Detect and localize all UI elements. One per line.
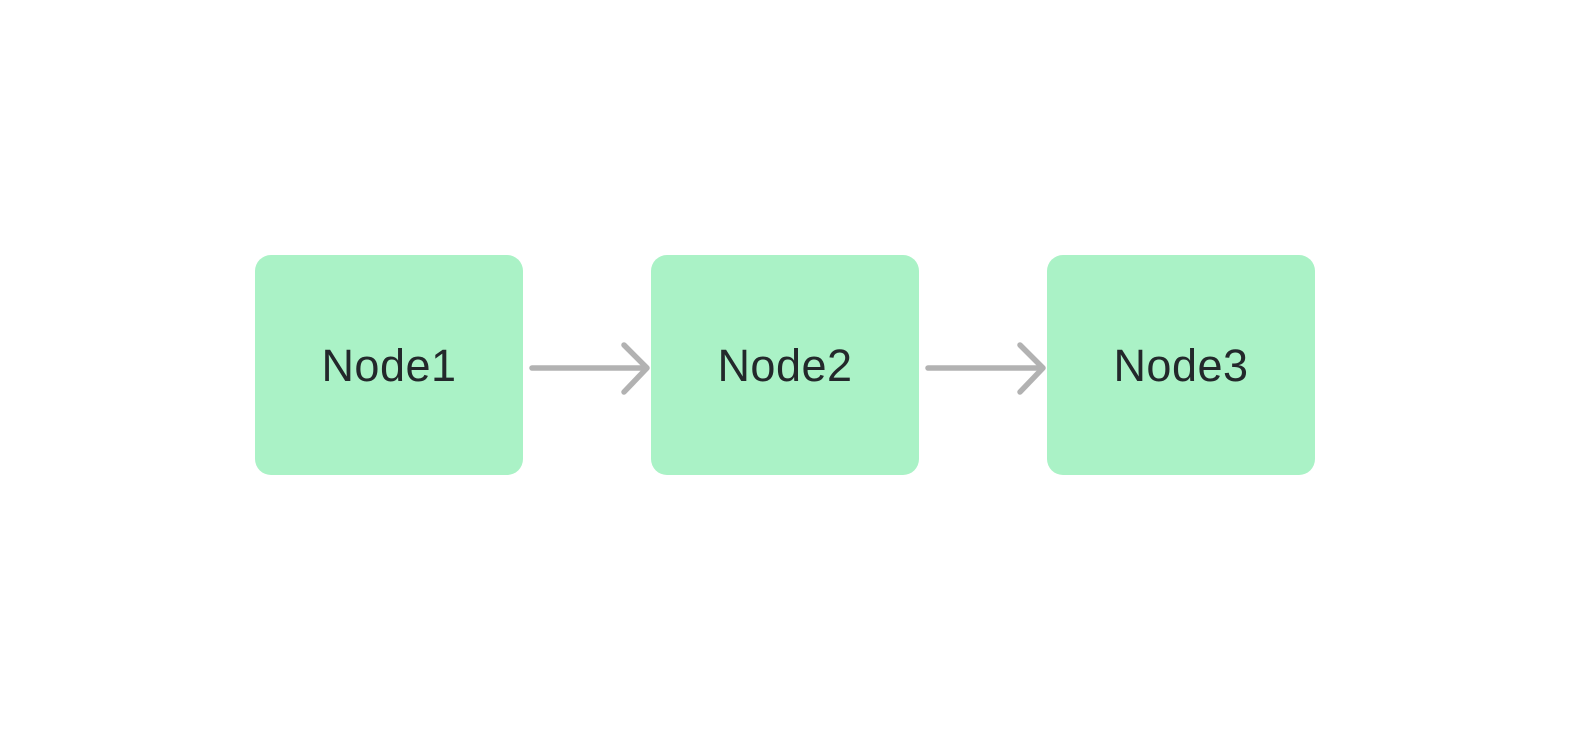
edge-node1-node2[interactable] [523, 327, 651, 407]
right-arrow-icon [529, 342, 650, 395]
node-node2[interactable]: Node2 [651, 255, 919, 475]
edge-node2-node3[interactable] [919, 327, 1047, 407]
node-node1-label: Node1 [321, 339, 457, 391]
right-arrow-icon [925, 342, 1046, 395]
node-node2-label: Node2 [717, 339, 853, 391]
node-node3[interactable]: Node3 [1047, 255, 1315, 475]
node-node1[interactable]: Node1 [255, 255, 523, 475]
node-node3-label: Node3 [1113, 339, 1249, 391]
